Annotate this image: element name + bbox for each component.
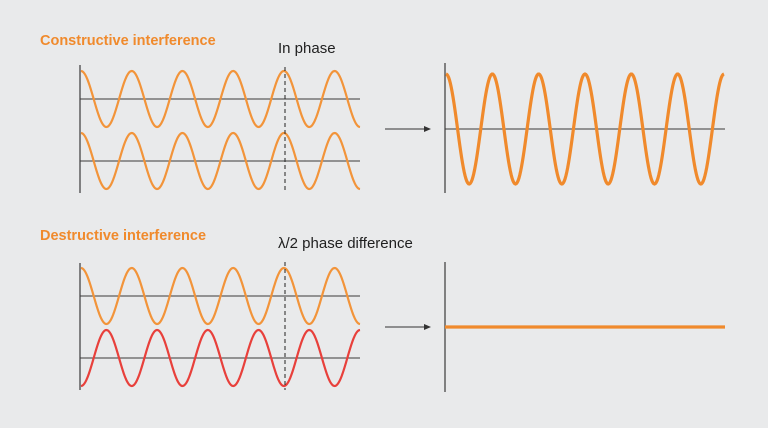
destructive-title: Destructive interference: [40, 228, 207, 244]
constructive-title: Constructive interference: [40, 33, 216, 49]
destructive-section: [79, 262, 725, 392]
phase-difference-label: λ/2 phase difference: [278, 235, 413, 252]
constructive-result-wave: [445, 72, 725, 186]
constructive-arrow: [385, 126, 431, 132]
in-phase-label: In phase: [278, 40, 336, 57]
constructive-section: [79, 63, 725, 193]
destructive-wave-2: [80, 328, 361, 388]
constructive-wave-2: [80, 131, 361, 191]
constructive-wave-1: [80, 69, 361, 129]
destructive-wave-1: [80, 266, 361, 326]
destructive-arrow: [385, 324, 431, 330]
